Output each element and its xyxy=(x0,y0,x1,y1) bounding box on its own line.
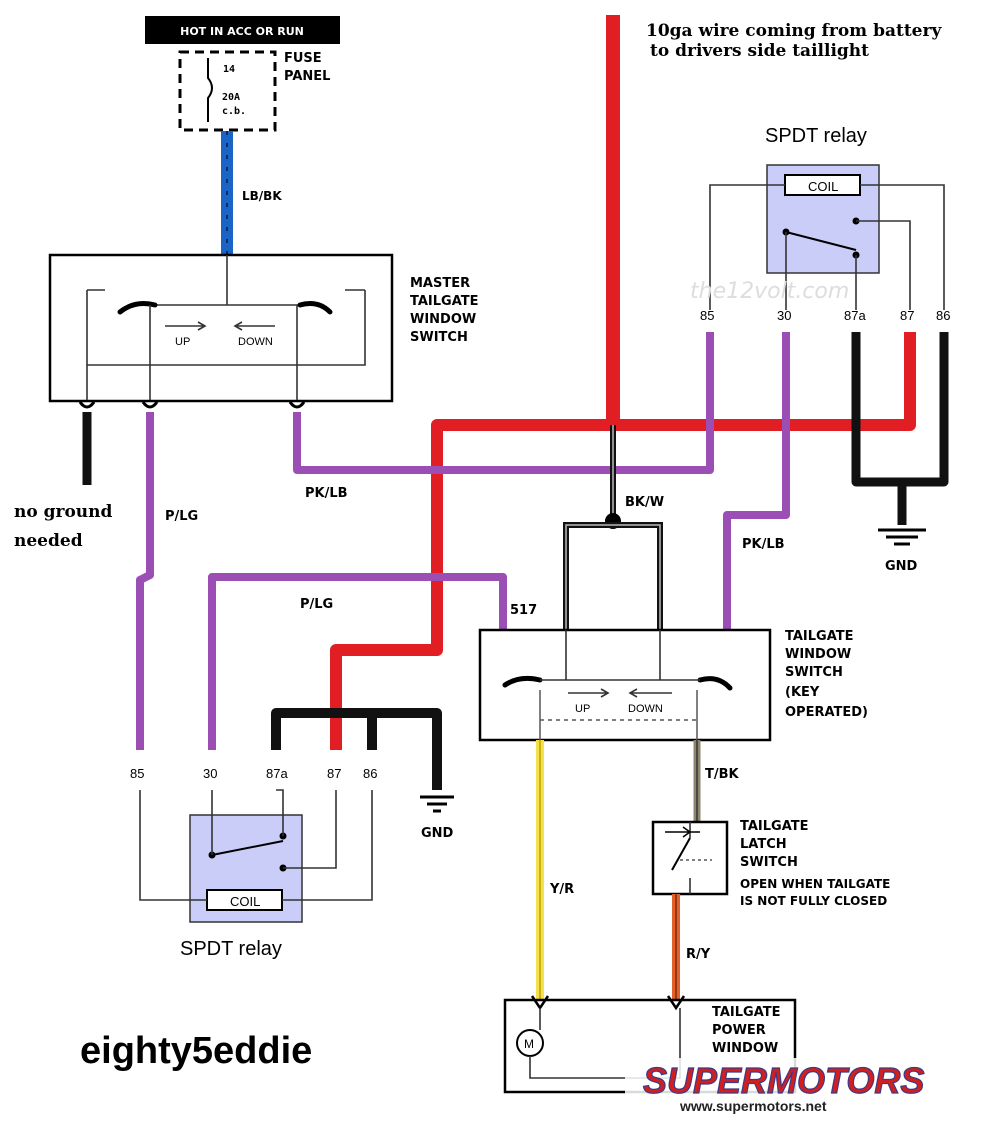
supermotors-logo: SUPERMOTORS www.supermotors.net xyxy=(625,1058,990,1116)
relay-left-pin-87: 87 xyxy=(327,766,341,781)
no-ground-2: needed xyxy=(14,531,83,551)
relay-left-pin-86: 86 xyxy=(363,766,377,781)
tailgate-up-label: UP xyxy=(575,703,590,715)
fuse-breaker-symbol xyxy=(207,58,213,122)
hot-label: HOT IN ACC OR RUN xyxy=(180,25,304,38)
wire-label-pklb-left: PK/LB xyxy=(305,486,348,501)
window-label-2: POWER xyxy=(712,1023,766,1038)
master-switch-label-3: WINDOW xyxy=(410,312,476,327)
window-label-3: WINDOW xyxy=(712,1041,778,1056)
tailgate-down-label: DOWN xyxy=(628,703,663,715)
wire-right-gnd xyxy=(851,332,949,525)
wire-label-plg-mid: P/LG xyxy=(300,597,333,612)
author-signature: eighty5eddie xyxy=(80,1030,312,1072)
tailgate-switch-label-4: (KEY xyxy=(785,685,820,700)
relay-right-gnd: GND xyxy=(885,559,918,574)
tailgate-switch-label-1: TAILGATE xyxy=(785,629,854,644)
fuse-num: 14 xyxy=(223,64,235,75)
wire-plg-left xyxy=(136,412,154,750)
relay-right-coil: COIL xyxy=(808,179,838,194)
master-switch-label-4: SWITCH xyxy=(410,330,468,345)
master-switch-box xyxy=(48,253,394,403)
relay-right-pin-87a: 87a xyxy=(844,308,866,323)
no-ground-1: no ground xyxy=(14,502,113,522)
motor-label: M xyxy=(524,1037,534,1051)
master-switch-label-2: TAILGATE xyxy=(410,294,479,309)
fuse-box xyxy=(178,50,277,132)
relay-right-watermark: the12volt.com xyxy=(690,279,849,304)
wire-red-bus xyxy=(330,332,916,750)
wire-label-lbbk: LB/BK xyxy=(242,189,282,203)
relay-right-pin-30: 30 xyxy=(777,308,791,323)
wire-left-gnd xyxy=(271,708,442,790)
fuse-label-2: PANEL xyxy=(284,69,330,84)
relay-right-title: SPDT relay xyxy=(765,125,867,147)
master-switch-label-1: MASTER xyxy=(410,276,470,291)
tailgate-switch-label-5: OPERATED) xyxy=(785,705,868,720)
top-note-1: 10ga wire coming from battery xyxy=(646,21,942,41)
wire-label-pklb-right: PK/LB xyxy=(742,537,785,552)
fuse-label-1: FUSE xyxy=(284,51,322,66)
tailgate-switch-label-2: WINDOW xyxy=(785,647,851,662)
logo-url: www.supermotors.net xyxy=(679,1098,827,1114)
logo-brand: SUPERMOTORS xyxy=(643,1060,924,1101)
latch-note-1: OPEN WHEN TAILGATE xyxy=(740,877,890,891)
top-note-2: to drivers side taillight xyxy=(650,41,869,61)
wire-label-ry: R/Y xyxy=(686,947,711,962)
wire-label-bkw: BK/W xyxy=(625,495,664,510)
latch-note-2: IS NOT FULLY CLOSED xyxy=(740,894,887,908)
fuse-rating: 20A xyxy=(222,92,240,103)
latch-label-2: LATCH xyxy=(740,837,787,852)
relay-left-gnd: GND xyxy=(421,826,454,841)
relay-left-pin-87a: 87a xyxy=(266,766,288,781)
master-down-label: DOWN xyxy=(238,336,273,348)
tailgate-switch-label-3: SWITCH xyxy=(785,665,843,680)
relay-left-title: SPDT relay xyxy=(180,938,282,960)
relay-left-pin-30: 30 xyxy=(203,766,217,781)
relay-left-pin-85: 85 xyxy=(130,766,144,781)
relay-right-pin-86: 86 xyxy=(936,308,950,323)
fuse-type: c.b. xyxy=(222,106,246,117)
relay-left-coil: COIL xyxy=(230,894,260,909)
wire-label-tbk: T/BK xyxy=(705,767,740,782)
relay-right-pin-85: 85 xyxy=(700,308,714,323)
latch-label-3: SWITCH xyxy=(740,855,798,870)
wire-label-plg-left: P/LG xyxy=(165,509,198,524)
wire-label-yr: Y/R xyxy=(549,882,574,897)
wire-pklb-left xyxy=(293,332,714,474)
latch-label-1: TAILGATE xyxy=(740,819,809,834)
hot-label-box xyxy=(145,16,340,44)
relay-right-pin-87: 87 xyxy=(900,308,914,323)
wire-pklb-right xyxy=(723,332,790,630)
wire-plg-mid xyxy=(208,573,507,750)
master-up-label: UP xyxy=(175,336,190,348)
wire-label-517: 517 xyxy=(510,603,537,618)
tailgate-switch-box xyxy=(478,628,772,742)
window-label-1: TAILGATE xyxy=(712,1005,781,1020)
